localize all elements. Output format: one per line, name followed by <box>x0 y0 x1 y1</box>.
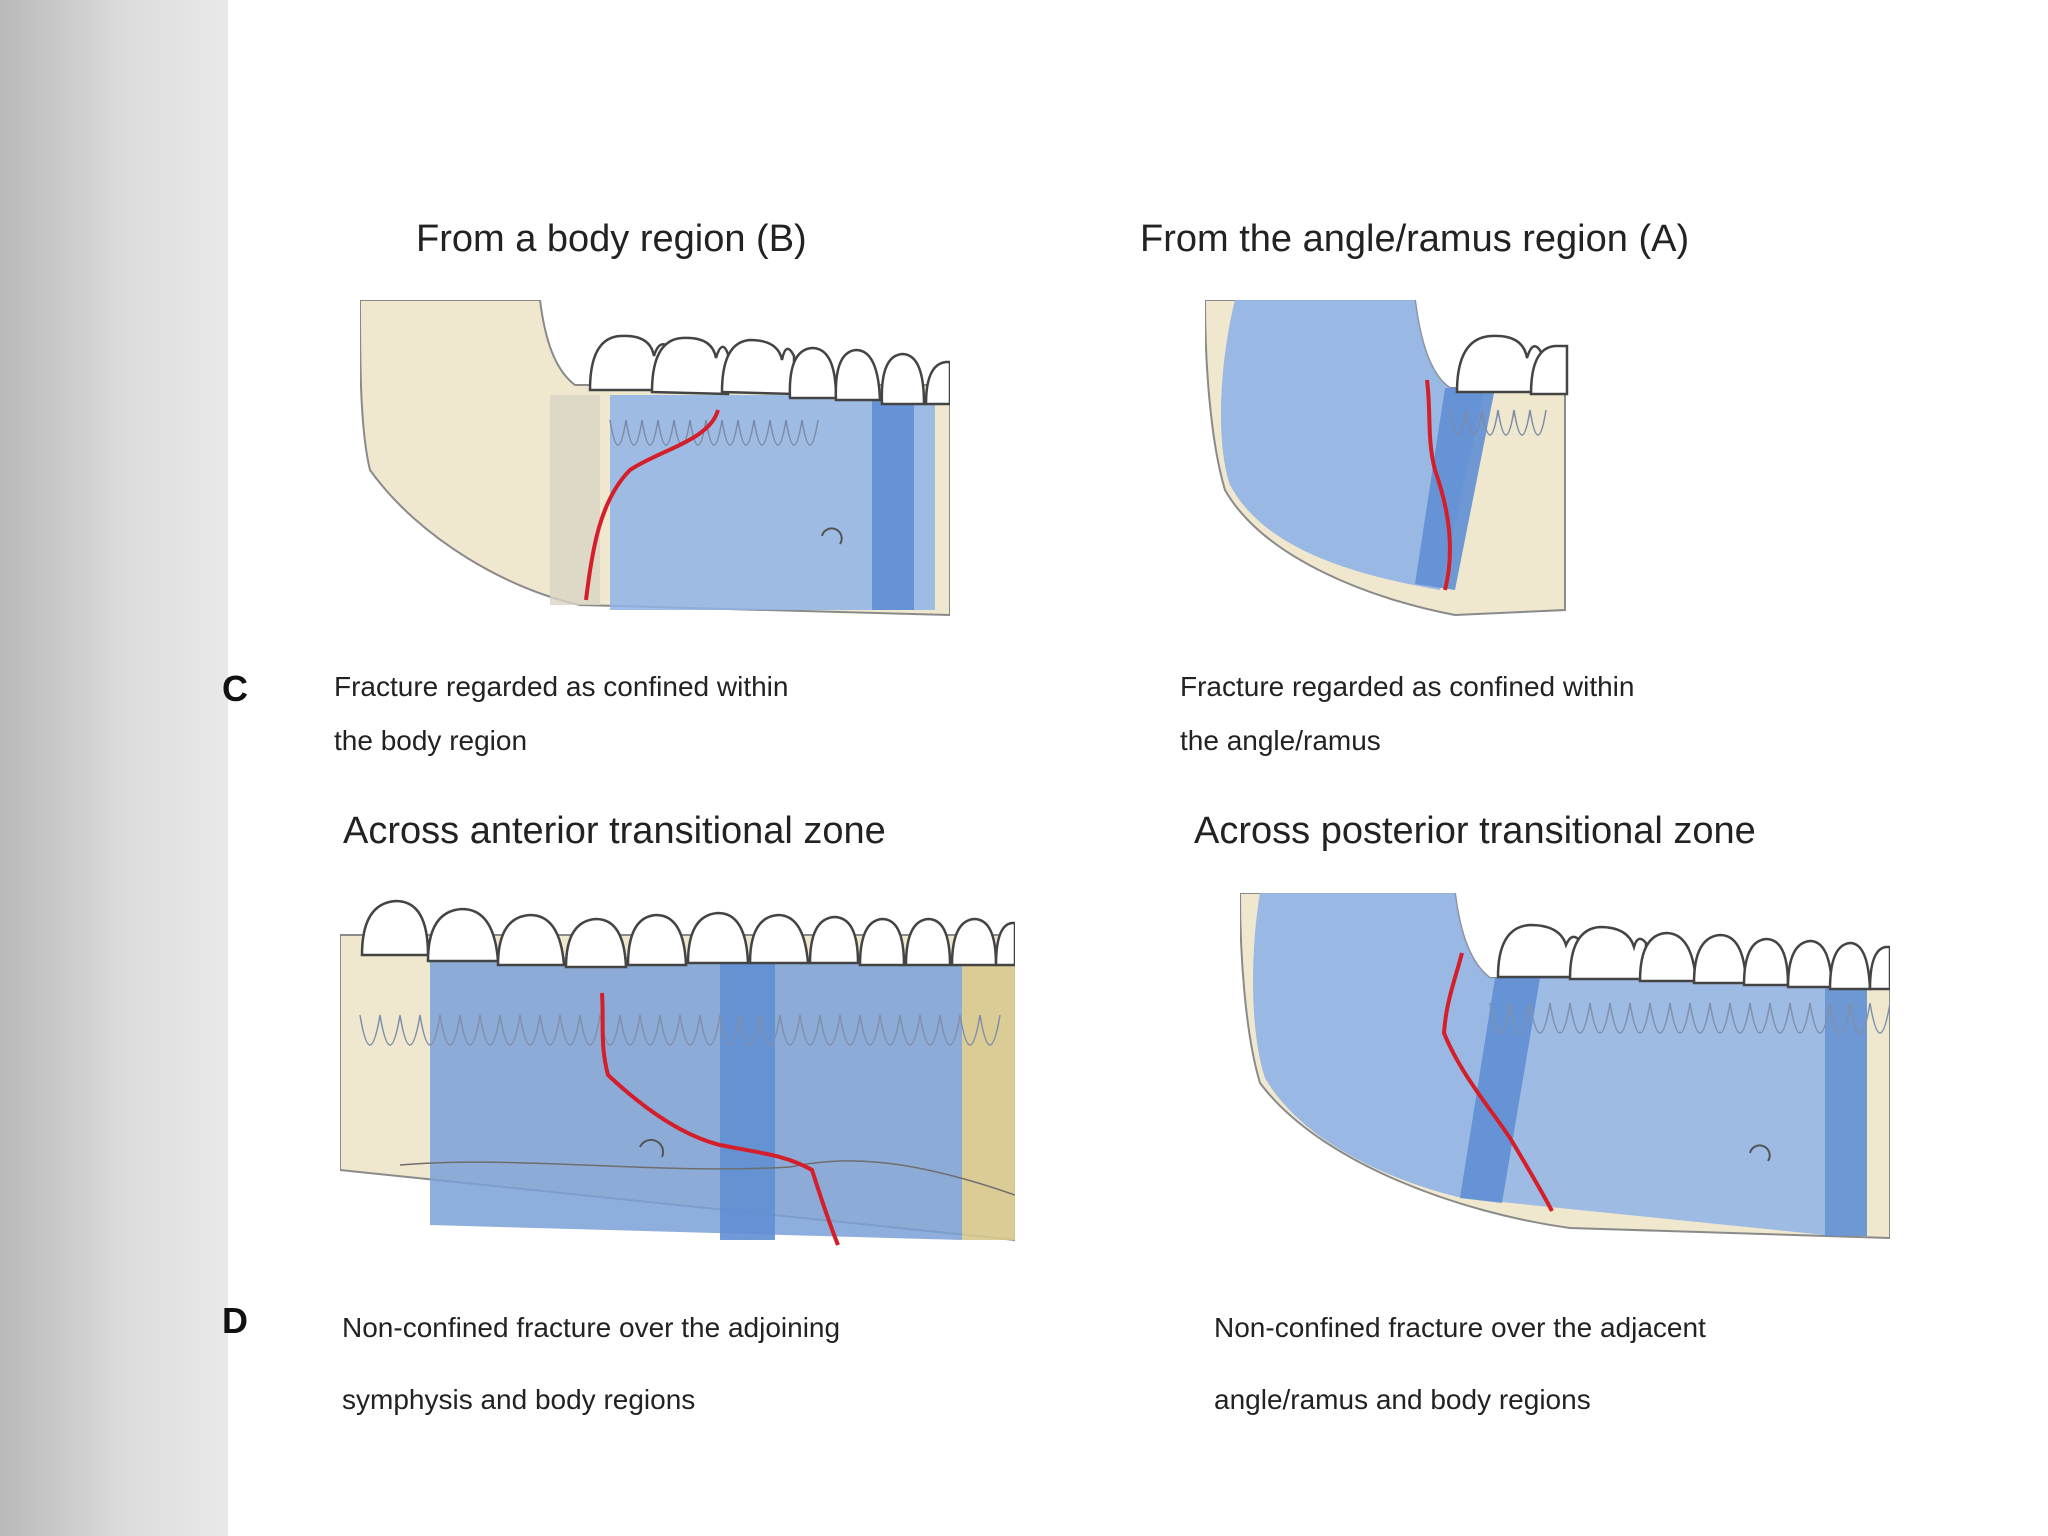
teeth-row <box>1496 923 1890 991</box>
mental-foramen <box>821 527 843 545</box>
tooth-roots <box>609 419 819 446</box>
teeth-row <box>360 899 1015 969</box>
caption-line: the body region <box>334 725 528 756</box>
slide-side-bar <box>0 0 228 1536</box>
body-region-zone <box>1462 978 1825 1235</box>
caption-line: Non-confined fracture over the adjacent <box>1214 1312 1706 1343</box>
fracture-line <box>600 992 840 1246</box>
panel-letter-c: C <box>222 668 248 709</box>
transition-zone <box>872 395 914 610</box>
transition-zone <box>1415 388 1495 590</box>
tooth-roots <box>359 1014 1001 1046</box>
bone-shade <box>550 395 600 605</box>
diagram-angle-ramus-region <box>1205 300 1569 617</box>
fracture-line <box>1425 379 1452 591</box>
angle-ramus-zone <box>1220 300 1485 590</box>
title-posterior-transitional-zone: Across posterior transitional zone <box>1194 810 1756 852</box>
caption-line: the angle/ramus <box>1180 725 1381 756</box>
transition-zone <box>1460 978 1540 1203</box>
caption-line: angle/ramus and body regions <box>1214 1384 1591 1415</box>
fracture-line <box>584 409 720 601</box>
title-body-region: From a body region (B) <box>416 218 807 260</box>
diagram-posterior-transitional-zone <box>1240 893 1890 1240</box>
diagram-anterior-transitional-zone <box>340 899 1015 1246</box>
caption-angle-ramus: Fracture regarded as confined within the… <box>1180 660 1634 768</box>
body-region-zone <box>430 957 962 1240</box>
symphysis-zone <box>962 957 1015 1240</box>
panel-letter-d: D <box>222 1300 248 1341</box>
caption-line: Non-confined fracture over the adjoining <box>342 1312 841 1343</box>
transition-zone <box>720 957 775 1240</box>
mental-foramen <box>1749 1144 1771 1162</box>
tooth-roots <box>1489 1002 1890 1034</box>
mental-foramen <box>639 1138 665 1158</box>
angle-ramus-zone <box>1253 893 1502 1198</box>
teeth-row <box>1455 334 1569 396</box>
canal-line <box>399 1160 1015 1196</box>
title-angle-ramus-region: From the angle/ramus region (A) <box>1140 218 1690 260</box>
caption-line: symphysis and body regions <box>342 1384 696 1415</box>
caption-posterior-transitional: Non-confined fracture over the adjacent … <box>1214 1292 1706 1436</box>
transition-zone-anterior <box>1825 978 1867 1236</box>
diagram-body-region <box>360 300 950 617</box>
caption-line: Fracture regarded as confined within <box>334 671 789 702</box>
title-anterior-transitional-zone: Across anterior transitional zone <box>343 810 886 852</box>
teeth-row <box>588 334 950 406</box>
tooth-roots <box>1449 409 1547 436</box>
fracture-line <box>1441 952 1554 1212</box>
caption-body-region: Fracture regarded as confined within the… <box>334 660 788 768</box>
caption-anterior-transitional: Non-confined fracture over the adjoining… <box>342 1292 840 1436</box>
caption-line: Fracture regarded as confined within <box>1180 671 1635 702</box>
